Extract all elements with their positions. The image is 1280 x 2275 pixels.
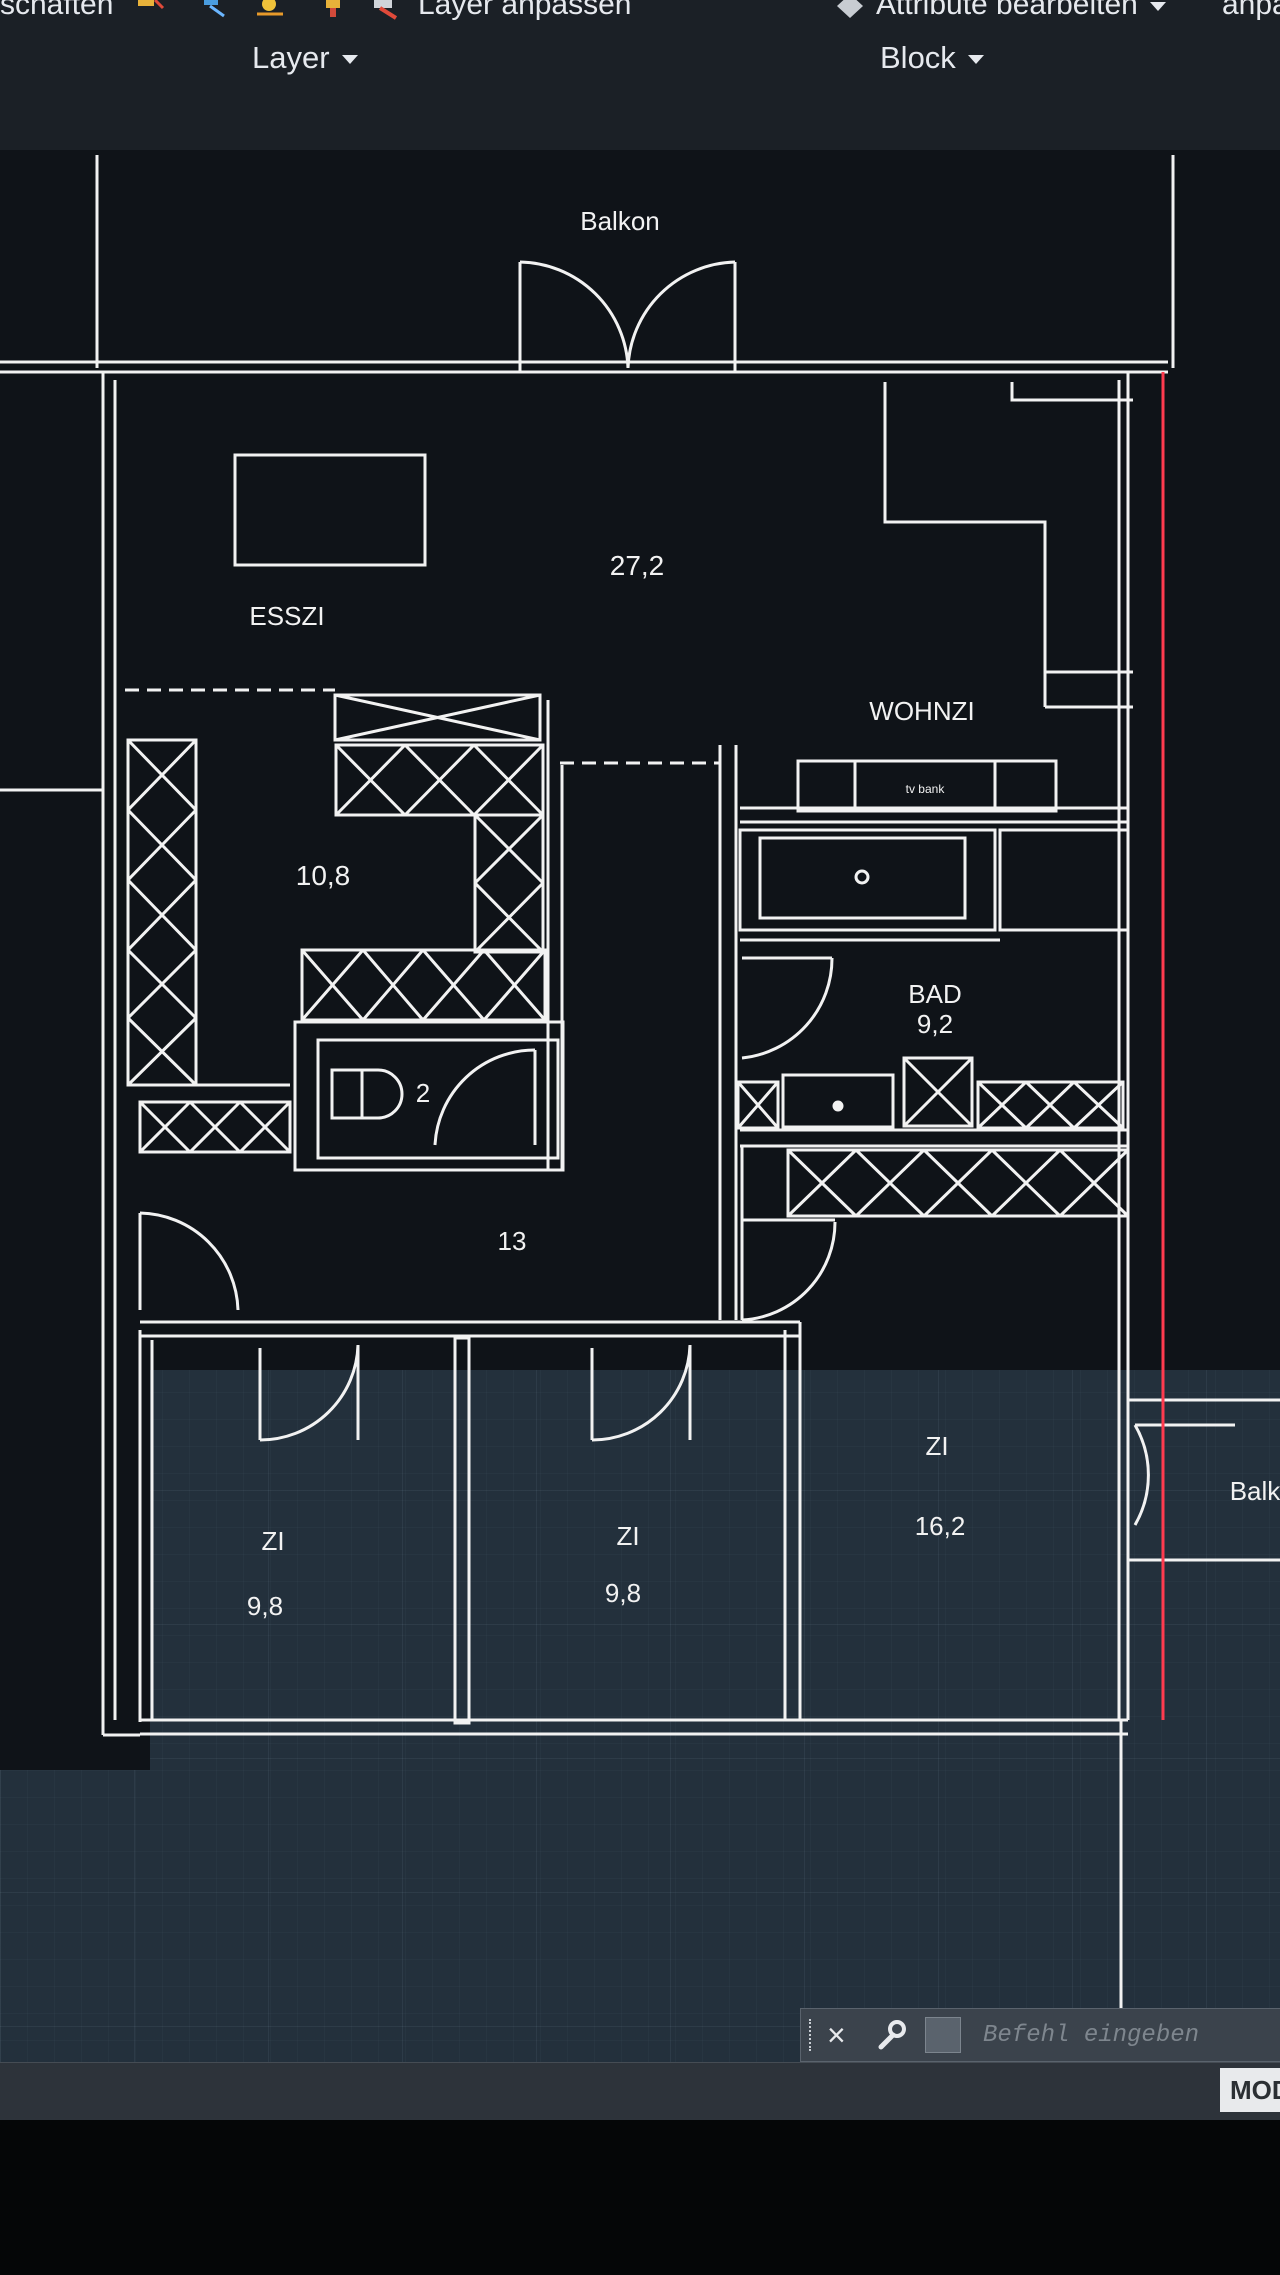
command-prompt-icon[interactable] — [925, 2017, 961, 2053]
label-wohnzi: WOHNZI — [869, 696, 974, 726]
status-bar — [0, 2062, 1280, 2121]
block-panel-label: Block — [880, 40, 956, 75]
label-kitchen-area: 10,8 — [296, 860, 351, 891]
label-zi-left: ZI — [261, 1526, 284, 1556]
plan-background — [0, 150, 1280, 1370]
label-zi-right: ZI — [925, 1431, 948, 1461]
monitor-bezel — [0, 2120, 1280, 2275]
attribute-edit-icon[interactable] — [835, 0, 865, 20]
kitchen-cabinet-marks — [126, 693, 1130, 1218]
layer-match-icon[interactable] — [135, 0, 165, 20]
command-line-grip-icon[interactable] — [809, 2019, 817, 2051]
wrench-icon[interactable] — [873, 2017, 909, 2053]
label-tvbank: tv bank — [906, 782, 946, 796]
label-balkon: Balkon — [580, 206, 660, 236]
ribbon-eigenschaften-label[interactable]: schaften — [0, 0, 114, 21]
attribute-edit-text: Attribute bearbeiten — [876, 0, 1138, 21]
model-tab[interactable]: MOD — [1220, 2068, 1280, 2112]
ribbon: schaften Layer anpassen Attribute bearbe… — [0, 0, 1280, 152]
layer-panel-label: Layer — [252, 40, 330, 75]
close-icon[interactable]: × — [827, 2017, 846, 2053]
label-bad-area: 9,2 — [917, 1009, 953, 1039]
chevron-down-icon — [1149, 1, 1166, 11]
label-living-area: 27,2 — [610, 550, 665, 581]
attribute-edit-label[interactable]: Attribute bearbeiten — [876, 0, 1166, 22]
layer-panel-dropdown[interactable]: Layer — [252, 40, 358, 76]
label-hall-area: 13 — [498, 1226, 527, 1256]
label-wc-area: 2 — [416, 1078, 430, 1108]
label-zi-mid: ZI — [616, 1521, 639, 1551]
command-line[interactable]: × — [800, 2008, 1280, 2062]
layer-lock-icon[interactable] — [320, 0, 350, 20]
label-zi-mid-area: 9,8 — [605, 1578, 641, 1608]
ribbon-anpassen-label[interactable]: anpa — [1222, 0, 1280, 21]
label-bad: BAD — [908, 979, 961, 1009]
block-panel-dropdown[interactable]: Block — [880, 40, 984, 76]
chevron-down-icon — [341, 55, 358, 65]
label-balk-partial: Balk — [1230, 1476, 1280, 1506]
layer-adjust-label[interactable]: Layer anpassen — [418, 0, 632, 21]
label-zi-right-area: 16,2 — [915, 1511, 966, 1541]
layer-freeze-icon[interactable] — [200, 0, 230, 20]
command-input[interactable] — [981, 2013, 1275, 2057]
layer-sun-icon[interactable] — [255, 0, 285, 20]
layer-adjust-icon[interactable] — [370, 0, 400, 20]
label-zi-left-area: 9,8 — [247, 1591, 283, 1621]
plan-background-left — [0, 1370, 150, 1770]
label-esszi: ESSZI — [249, 601, 324, 631]
chevron-down-icon — [967, 55, 984, 65]
plan-lines — [0, 155, 1280, 2010]
